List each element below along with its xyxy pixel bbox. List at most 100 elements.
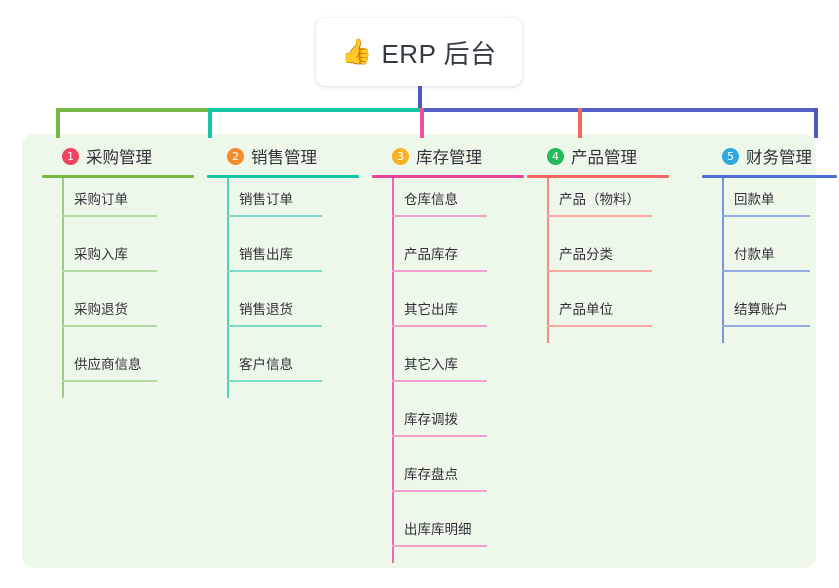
- leaf-rule: [392, 490, 487, 492]
- leaf-item[interactable]: 采购入库: [62, 243, 157, 272]
- leaf-label: 采购订单: [74, 192, 128, 207]
- diagram-panel: [22, 134, 816, 568]
- leaf-item[interactable]: 出库库明细: [392, 518, 487, 547]
- column-header-rule-3: [372, 175, 524, 178]
- connector-bus-segment-3: [420, 108, 818, 112]
- leaf-rule: [227, 215, 322, 217]
- leaf-rule: [547, 215, 652, 217]
- leaf-label: 产品分类: [559, 247, 613, 262]
- leaf-item[interactable]: 销售订单: [227, 188, 322, 217]
- connector-drop-1: [56, 108, 60, 138]
- leaf-label: 供应商信息: [74, 357, 142, 372]
- leaf-item[interactable]: 客户信息: [227, 353, 322, 382]
- column-header-rule-4: [527, 175, 669, 178]
- leaf-label: 回款单: [734, 192, 775, 207]
- connector-bus-segment-2: [208, 108, 420, 112]
- column-title-3: 库存管理: [416, 149, 482, 167]
- leaf-spine-5: [722, 178, 724, 343]
- column-4: 4 产品管理产品（物料） 产品分类产品单位: [527, 145, 669, 343]
- leaf-rule: [227, 270, 322, 272]
- leaf-rule: [227, 325, 322, 327]
- leaf-rule: [62, 325, 157, 327]
- column-badge-2: 2: [227, 147, 244, 165]
- leaf-item[interactable]: 产品分类: [547, 243, 652, 272]
- leaf-list-2: 销售订单销售出库销售退货客户信息: [207, 178, 359, 398]
- leaf-rule: [722, 215, 810, 217]
- column-header-rule-1: [42, 175, 194, 178]
- column-header-4[interactable]: 4 产品管理: [527, 145, 669, 167]
- connector-drop-5: [814, 108, 818, 138]
- leaf-label: 销售退货: [239, 302, 293, 317]
- leaf-rule: [62, 380, 157, 382]
- column-5: 5 财务管理回款单付款单结算账户: [702, 145, 837, 343]
- leaf-label: 销售订单: [239, 192, 293, 207]
- leaf-label: 产品单位: [559, 302, 613, 317]
- leaf-item[interactable]: 产品单位: [547, 298, 652, 327]
- column-1: 1 采购管理采购订单采购入库采购退货供应商信息: [42, 145, 194, 398]
- column-title-4: 产品管理: [571, 149, 637, 167]
- leaf-spine-4: [547, 178, 549, 343]
- column-header-rule-5: [702, 175, 837, 178]
- leaf-item[interactable]: 采购订单: [62, 188, 157, 217]
- leaf-rule: [722, 270, 810, 272]
- leaf-rule: [547, 270, 652, 272]
- leaf-item[interactable]: 库存调拨: [392, 408, 487, 437]
- connector-drop-4: [578, 108, 582, 138]
- leaf-label: 结算账户: [734, 302, 788, 317]
- leaf-item[interactable]: 付款单: [722, 243, 810, 272]
- leaf-spine-2: [227, 178, 229, 398]
- column-title-1: 采购管理: [86, 149, 152, 167]
- leaf-item[interactable]: 回款单: [722, 188, 810, 217]
- leaf-item[interactable]: 采购退货: [62, 298, 157, 327]
- column-badge-5: 5: [722, 147, 739, 165]
- leaf-rule: [392, 435, 487, 437]
- column-badge-1: 1: [62, 147, 79, 165]
- leaf-item[interactable]: 供应商信息: [62, 353, 157, 382]
- leaf-item[interactable]: 库存盘点: [392, 463, 487, 492]
- leaf-rule: [62, 215, 157, 217]
- leaf-label: 仓库信息: [404, 192, 458, 207]
- column-header-5[interactable]: 5 财务管理: [702, 145, 837, 167]
- leaf-label: 产品（物料）: [559, 192, 640, 207]
- root-stem-connector: [418, 86, 422, 110]
- leaf-rule: [722, 325, 810, 327]
- leaf-item[interactable]: 销售退货: [227, 298, 322, 327]
- leaf-rule: [62, 270, 157, 272]
- leaf-rule: [392, 380, 487, 382]
- leaf-rule: [392, 545, 487, 547]
- leaf-item[interactable]: 结算账户: [722, 298, 810, 327]
- leaf-rule: [392, 270, 487, 272]
- root-node-title: ERP 后台: [381, 38, 497, 69]
- leaf-label: 销售出库: [239, 247, 293, 262]
- leaf-list-5: 回款单付款单结算账户: [702, 178, 837, 343]
- leaf-item[interactable]: 销售出库: [227, 243, 322, 272]
- leaf-item[interactable]: 产品（物料）: [547, 188, 652, 217]
- leaf-label: 付款单: [734, 247, 775, 262]
- leaf-item[interactable]: 其它出库: [392, 298, 487, 327]
- column-header-rule-2: [207, 175, 359, 178]
- leaf-spine-3: [392, 178, 394, 563]
- leaf-label: 库存调拨: [404, 412, 458, 427]
- leaf-label: 其它入库: [404, 357, 458, 372]
- leaf-list-3: 仓库信息产品库存其它出库其它入库库存调拨库存盘点出库库明细: [372, 178, 524, 563]
- column-title-5: 财务管理: [746, 149, 812, 167]
- leaf-spine-1: [62, 178, 64, 398]
- column-header-1[interactable]: 1 采购管理: [42, 145, 194, 167]
- connector-drop-3: [420, 108, 424, 138]
- leaf-item[interactable]: 仓库信息: [392, 188, 487, 217]
- connector-bus-segment-1: [56, 108, 208, 112]
- leaf-label: 库存盘点: [404, 467, 458, 482]
- leaf-rule: [227, 380, 322, 382]
- leaf-rule: [392, 325, 487, 327]
- column-badge-4: 4: [547, 147, 564, 165]
- leaf-list-1: 采购订单采购入库采购退货供应商信息: [42, 178, 194, 398]
- leaf-item[interactable]: 其它入库: [392, 353, 487, 382]
- connector-drop-2: [208, 108, 212, 138]
- root-node[interactable]: 👍 ERP 后台: [316, 18, 522, 86]
- leaf-rule: [547, 325, 652, 327]
- leaf-item[interactable]: 产品库存: [392, 243, 487, 272]
- thumbs-up-icon: 👍: [341, 37, 373, 66]
